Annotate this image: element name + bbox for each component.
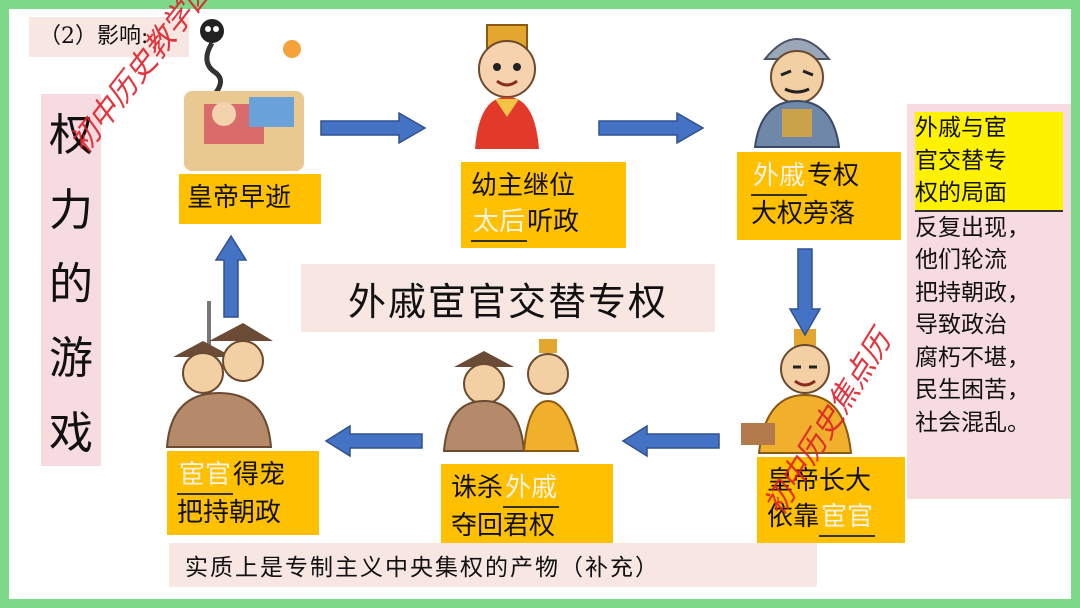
- arrow-right-2: [598, 111, 705, 145]
- node-text: 依靠: [767, 502, 820, 532]
- eunuch-illustration: [165, 301, 273, 448]
- vertical-title: 权 力 的 游 戏: [41, 94, 101, 466]
- emperor-dies-illustration: [184, 19, 304, 171]
- summary-line: 社会混乱。: [915, 409, 1030, 436]
- node-emperor-dies: 皇帝早逝: [179, 174, 321, 224]
- center-title: 外戚宦官交替专权: [301, 264, 715, 332]
- summary-line: 民生困苦，: [915, 377, 1030, 403]
- summary-line: 把持朝政，: [915, 279, 1030, 306]
- node-text: 大权旁落: [751, 199, 856, 229]
- node-text: 专权: [807, 161, 860, 191]
- summary-highlight-line: 官交替专: [915, 144, 1063, 177]
- summary-line: 腐朽不堪，: [915, 344, 1030, 371]
- section-header: （2）影响:: [29, 17, 189, 57]
- vertical-title-char: 游: [49, 333, 93, 385]
- summary-line: 导致政治: [915, 312, 1007, 338]
- summary-highlight-line: 外戚与宦: [915, 112, 1063, 145]
- grown-emperor-illustration: [741, 329, 853, 454]
- summary-highlight-line: 权的局面: [915, 177, 1063, 212]
- arrow-left-1: [621, 424, 720, 458]
- node-text: 夺回君权: [451, 511, 556, 541]
- highlight-eunuch: 宦官: [819, 499, 876, 537]
- bottom-note: 实质上是专制主义中央集权的产物（补充）: [169, 543, 817, 587]
- node-text: 幼主继位: [471, 171, 576, 201]
- highlight-consort: 外戚: [751, 158, 808, 196]
- node-text: 得宠: [233, 460, 286, 490]
- young-ruler-illustration: [475, 24, 539, 149]
- node-text: 皇帝长大: [767, 466, 872, 496]
- highlight-consort: 外戚: [503, 470, 560, 508]
- highlight-empress-dowager: 太后: [471, 204, 528, 242]
- node-text: 听政: [527, 207, 580, 237]
- node-text: 诛杀: [451, 473, 504, 503]
- arrow-down: [788, 248, 822, 337]
- slide: （2）影响: 权 力 的 游 戏: [9, 0, 1071, 599]
- node-young-ruler: 幼主继位 太后听政: [461, 162, 626, 248]
- node-text: 皇帝早逝: [187, 183, 292, 213]
- node-emperor-grows: 皇帝长大 依靠宦官: [757, 457, 905, 543]
- vertical-title-char: 权: [49, 110, 93, 162]
- node-text: 把持朝政: [177, 498, 282, 528]
- highlight-eunuch: 宦官: [177, 457, 234, 495]
- node-consort-power: 外戚专权 大权旁落: [737, 152, 901, 240]
- vertical-title-char: 的: [49, 258, 93, 310]
- vertical-title-char: 戏: [49, 407, 93, 459]
- summary-line: 反复出现，: [915, 214, 1030, 241]
- right-summary-panel: 外戚与宦 官交替专 权的局面 反复出现， 他们轮流 把持朝政， 导致政治 腐朽不…: [907, 104, 1071, 499]
- arrow-right-1: [320, 111, 427, 145]
- summary-line: 他们轮流: [915, 247, 1007, 273]
- consort-illustration: [753, 38, 841, 148]
- arrow-left-2: [324, 424, 423, 458]
- node-kill-consort: 诛杀外戚 夺回君权: [441, 464, 613, 544]
- node-eunuch-favored: 宦官得宠 把持朝政: [167, 451, 319, 535]
- vertical-title-char: 力: [49, 184, 93, 236]
- arrow-up: [214, 234, 248, 318]
- kill-consort-illustration: [442, 339, 580, 452]
